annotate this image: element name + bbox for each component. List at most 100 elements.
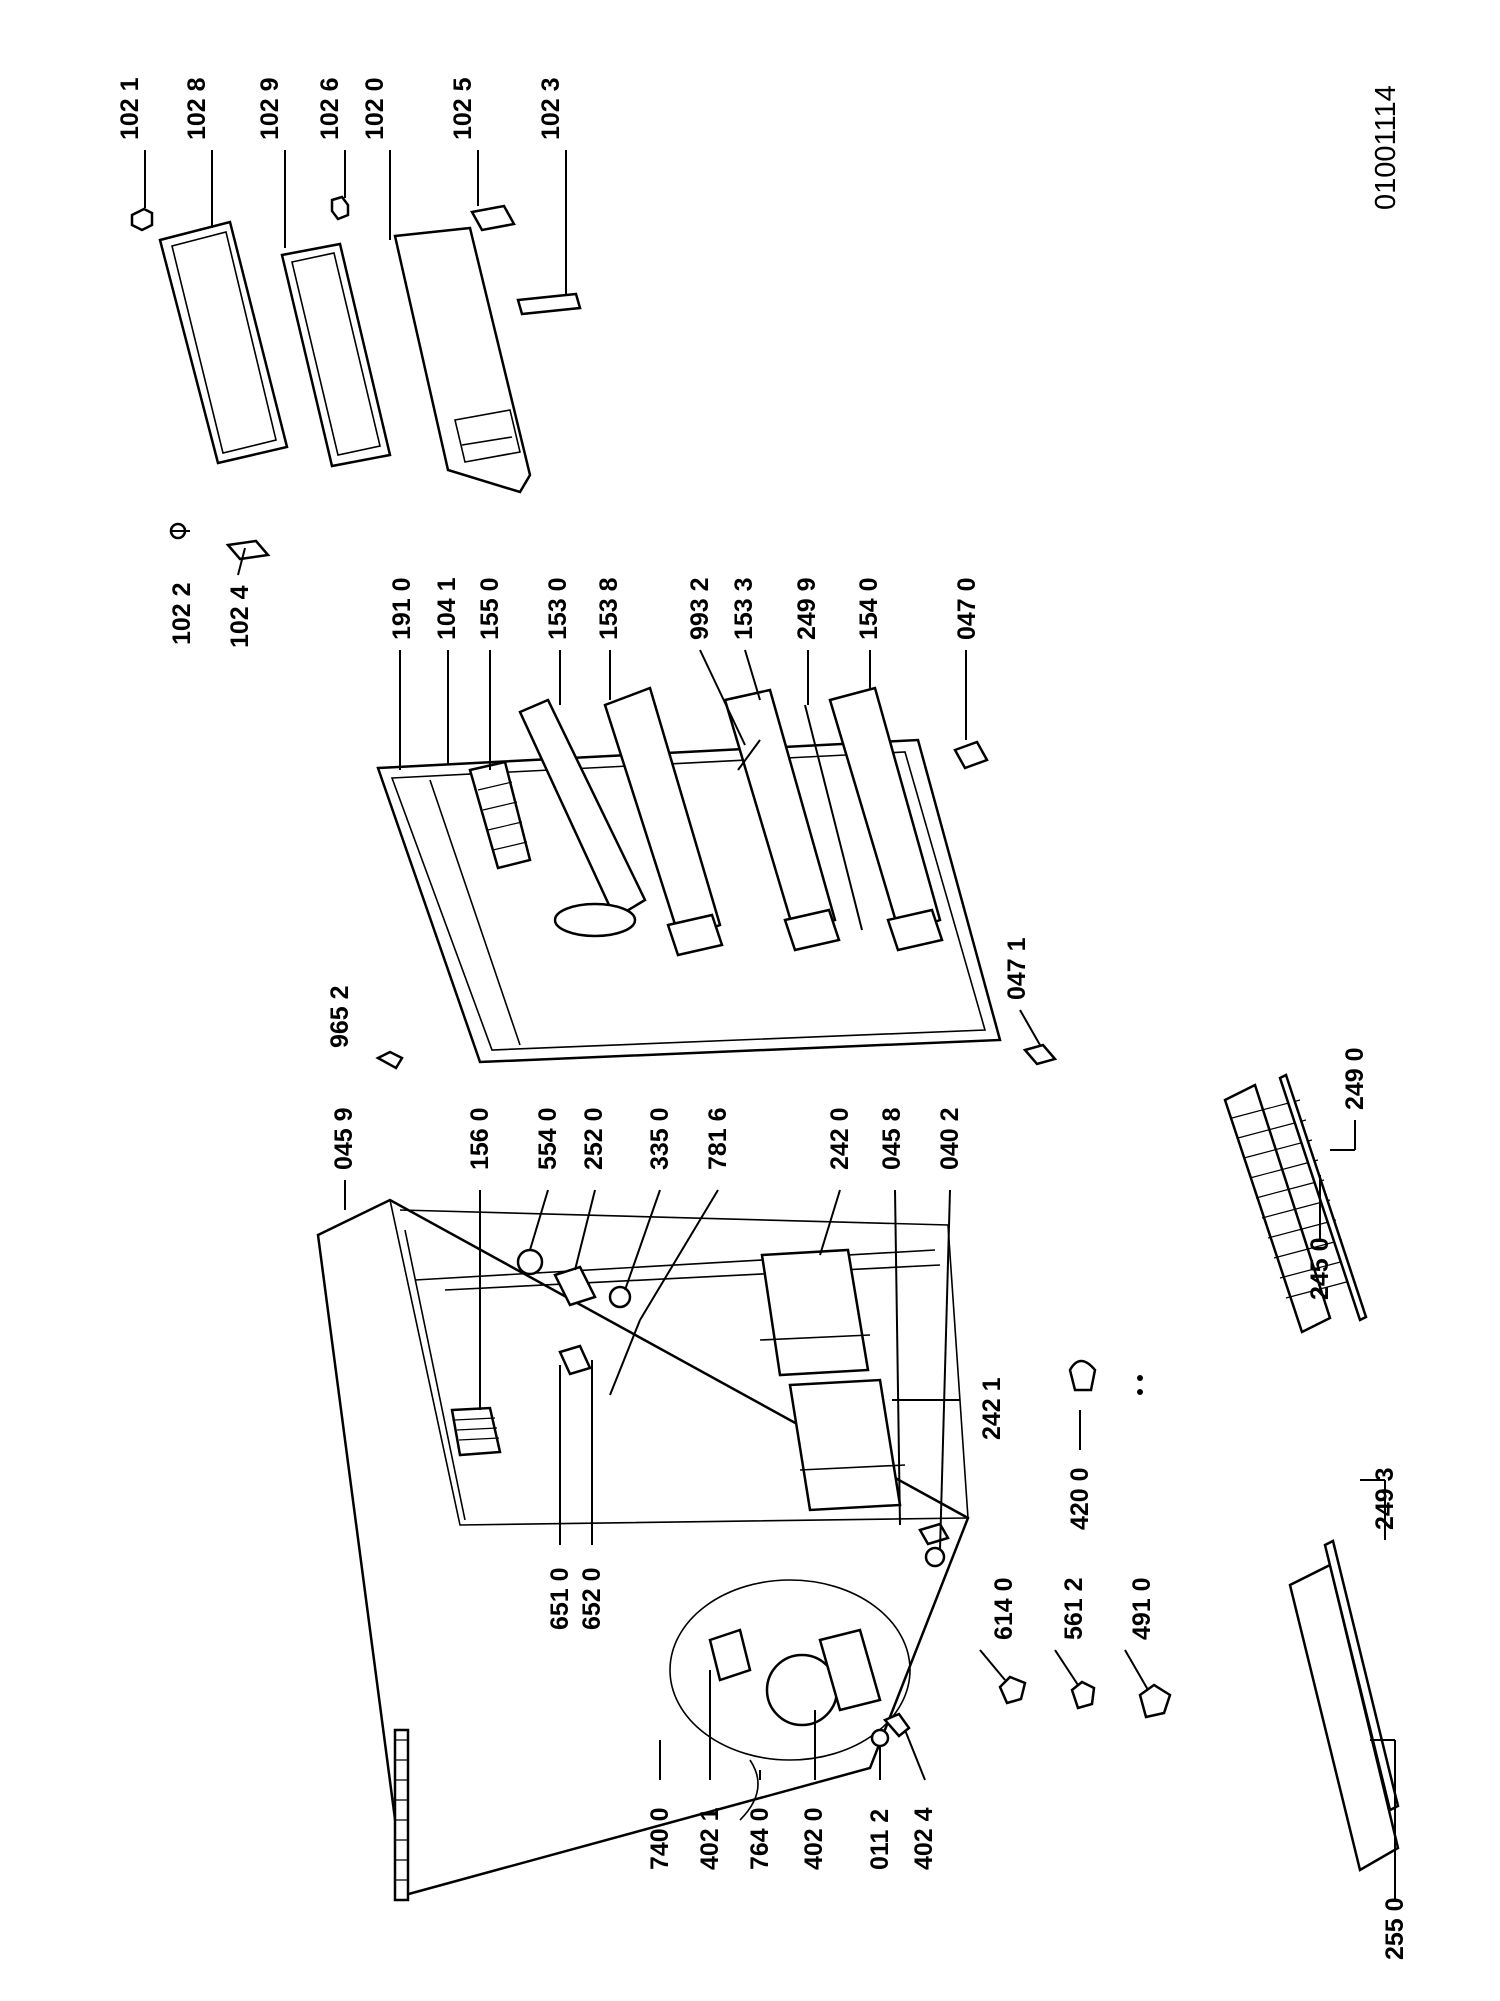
part-label: 252 0: [580, 1107, 608, 1170]
part-label: 102 0: [361, 77, 389, 140]
cabinet-body: [316, 1198, 970, 1902]
door-assembly: [130, 195, 582, 561]
small-bracket: [953, 740, 989, 770]
part-label: 255 0: [1381, 1897, 1409, 1960]
shelf-trim: [1278, 1073, 1368, 1322]
door-strip: [516, 292, 582, 316]
part-label: 102 1: [116, 77, 144, 140]
part-label: 047 1: [1003, 937, 1031, 1000]
bracket-part: [1138, 1683, 1172, 1719]
grommet-part: [870, 1728, 890, 1748]
part-label: 153 0: [544, 577, 572, 640]
sensor-tube: [609, 1319, 641, 1396]
relay-part: [998, 1675, 1027, 1705]
part-label: 965 2: [326, 985, 354, 1048]
labels-middle: 191 0 104 1 155 0 153 0 153 8 993 2 153 …: [326, 577, 1031, 1048]
part-label: 554 0: [534, 1107, 562, 1170]
part-label: 040 2: [936, 1107, 964, 1170]
capacitor-part: [1068, 1359, 1097, 1392]
leader-lines-lower: [344, 1180, 1149, 1781]
part-label: 420 0: [1066, 1467, 1094, 1530]
shelf-bottle: [518, 698, 647, 938]
switch-part: [558, 1344, 592, 1376]
wire-shelf: [1223, 1073, 1368, 1334]
grille-part: [450, 1406, 502, 1457]
part-label: 242 1: [978, 1377, 1006, 1440]
part-label: 155 0: [476, 577, 504, 640]
part-label: 993 2: [686, 577, 714, 640]
part-label: 102 9: [256, 77, 284, 140]
lamp-part: [608, 1285, 632, 1309]
door-clip: [330, 195, 350, 221]
part-label: 153 3: [730, 577, 758, 640]
labels-lower: 045 9 156 0 554 0 252 0 335 0 781 6 242 …: [330, 1107, 1156, 1870]
door-gasket: [158, 220, 289, 465]
leader-lines-bottom: [1319, 1120, 1396, 1900]
part-label: 652 0: [578, 1567, 606, 1630]
part-label: 102 3: [537, 77, 565, 140]
screw-small: [375, 1050, 404, 1070]
dot-marker: [1137, 1389, 1143, 1395]
part-label: 047 0: [953, 577, 981, 640]
part-label: 402 4: [910, 1807, 938, 1870]
plate-trim: [1323, 1539, 1400, 1812]
part-label: 402 0: [800, 1807, 828, 1870]
part-label: 104 1: [433, 577, 461, 640]
part-label: 249 0: [1341, 1047, 1369, 1110]
clip-part: [882, 1712, 911, 1738]
part-label: 102 5: [449, 77, 477, 140]
thermostat-housing: [553, 1265, 597, 1307]
knob-part: [516, 1248, 544, 1276]
dot-marker: [1137, 1375, 1143, 1381]
part-label: 245 0: [1306, 1237, 1334, 1300]
part-label: 491 0: [1128, 1577, 1156, 1640]
condenser: [393, 1728, 410, 1902]
part-label: 011 2: [866, 1809, 894, 1870]
leader-lines-top: [144, 150, 567, 576]
plate-part: [225, 539, 271, 561]
part-label: 402 1: [696, 1807, 724, 1870]
part-label: 045 9: [330, 1107, 358, 1170]
part-label: 102 4: [226, 585, 254, 648]
part-label: 561 2: [1060, 1577, 1088, 1640]
part-label: 764 0: [746, 1807, 774, 1870]
compressor-area: [669, 1579, 911, 1761]
egg-tray: [468, 760, 532, 870]
part-label: 045 8: [878, 1107, 906, 1170]
part-label: 242 0: [826, 1107, 854, 1170]
shelf-upper: [603, 686, 724, 957]
part-label: 154 0: [855, 577, 883, 640]
part-label: 102 8: [183, 77, 211, 140]
crisper-drawer-upper: [759, 1248, 871, 1377]
part-label: 740 0: [646, 1807, 674, 1870]
overload-part: [1070, 1680, 1096, 1710]
part-label: 156 0: [466, 1107, 494, 1170]
part-label: 102 6: [316, 77, 344, 140]
crisper-drawer-lower: [788, 1378, 906, 1512]
strip-part: [804, 704, 863, 931]
small-foot: [1022, 1043, 1058, 1066]
door-panel: [393, 226, 532, 494]
part-label: 614 0: [990, 1577, 1018, 1640]
part-label: 191 0: [388, 577, 416, 640]
cabinet-outline: [316, 1198, 970, 1897]
inner-door-frame: [280, 242, 392, 468]
door-block: [470, 204, 516, 232]
part-label: 153 8: [595, 577, 623, 640]
part-label: 249 3: [1371, 1467, 1399, 1530]
labels-bottom: 249 0 245 0 249 3 255 0: [1306, 1047, 1409, 1960]
foot-part: [924, 1546, 946, 1568]
part-label: 102 2: [168, 582, 196, 645]
part-label: 335 0: [646, 1107, 674, 1170]
part-label: 651 0: [546, 1567, 574, 1630]
document-code: 01001114: [1370, 85, 1402, 210]
hinge-part: [130, 207, 154, 232]
labels-top: 102 1 102 8 102 9 102 6 102 0 102 5 102 …: [116, 77, 565, 648]
part-label: 249 9: [793, 577, 821, 640]
glass-plate: [1288, 1539, 1400, 1872]
leader-lines-middle: [399, 649, 1041, 1046]
rod-part: [737, 739, 761, 771]
relay-part: [708, 1628, 752, 1682]
door-liner-assembly: [375, 686, 1058, 1070]
